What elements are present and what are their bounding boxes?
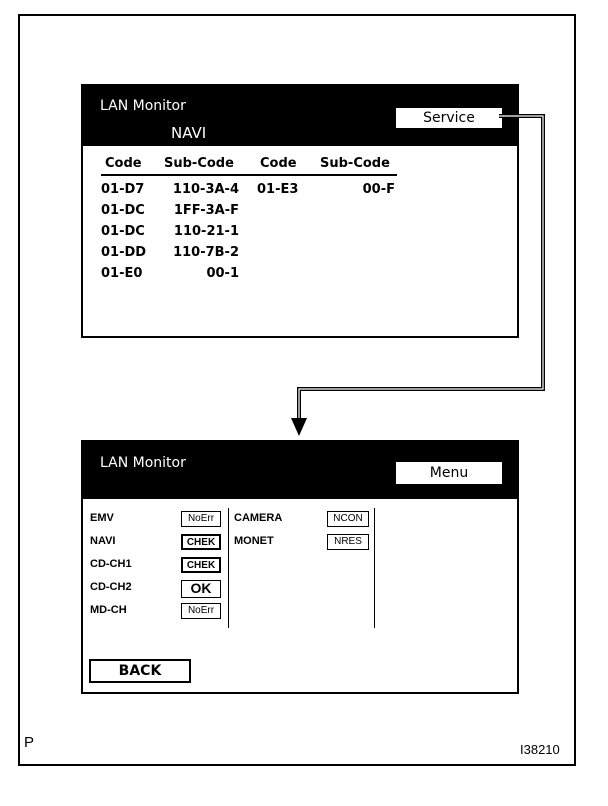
row-code: 01-E0 <box>101 266 143 281</box>
row-code: 01-E3 <box>257 182 299 197</box>
status-badge: NRES <box>327 534 369 550</box>
screen-header: LAN Monitor NAVI Service <box>83 86 517 146</box>
status-badge: NoErr <box>181 603 221 619</box>
device-label: NAVI <box>90 535 116 547</box>
column-divider <box>374 508 375 628</box>
back-button[interactable]: BACK <box>89 659 191 683</box>
header-subcode-2: Sub-Code <box>320 156 390 171</box>
row-subcode: 1FF-3A-F <box>173 203 239 218</box>
corner-label: P <box>24 734 35 751</box>
header-code-1: Code <box>105 156 142 171</box>
status-badge: NoErr <box>181 511 221 527</box>
status-badge: NCON <box>327 511 369 527</box>
header-underline <box>101 174 397 176</box>
header-code-2: Code <box>260 156 297 171</box>
row-subcode: 110-3A-4 <box>172 182 239 197</box>
device-label: EMV <box>90 512 114 524</box>
row-code: 01-DD <box>101 245 147 260</box>
status-badge: OK <box>181 580 221 598</box>
lan-monitor-menu-screen: LAN Monitor Menu EMV NoErr NAVI CHEK CD-… <box>81 440 519 694</box>
figure-id: I38210 <box>520 742 560 757</box>
header-subcode-1: Sub-Code <box>164 156 234 171</box>
device-label: MD-CH <box>90 604 127 616</box>
row-subcode: 110-7B-2 <box>173 245 239 260</box>
screen-header: LAN Monitor Menu <box>83 442 517 499</box>
row-subcode: 00-F <box>362 182 395 197</box>
status-badge: CHEK <box>181 534 221 550</box>
status-badge: CHEK <box>181 557 221 573</box>
column-divider <box>228 508 229 628</box>
device-label: MONET <box>234 535 274 547</box>
row-subcode: 110-21-1 <box>173 224 239 239</box>
lan-monitor-navi-screen: LAN Monitor NAVI Service Code Sub-Code C… <box>81 84 519 338</box>
screen-title: LAN Monitor <box>100 98 186 114</box>
menu-button[interactable]: Menu <box>396 462 502 484</box>
device-label: CAMERA <box>234 512 283 524</box>
service-button[interactable]: Service <box>396 108 502 128</box>
figure-frame <box>18 14 576 766</box>
screen-subtitle: NAVI <box>171 124 207 142</box>
row-code: 01-D7 <box>101 182 145 197</box>
device-label: CD-CH1 <box>90 558 132 570</box>
screen-title: LAN Monitor <box>100 455 186 471</box>
device-label: CD-CH2 <box>90 581 132 593</box>
row-code: 01-DC <box>101 203 145 218</box>
row-subcode: 00-1 <box>206 266 239 281</box>
row-code: 01-DC <box>101 224 145 239</box>
